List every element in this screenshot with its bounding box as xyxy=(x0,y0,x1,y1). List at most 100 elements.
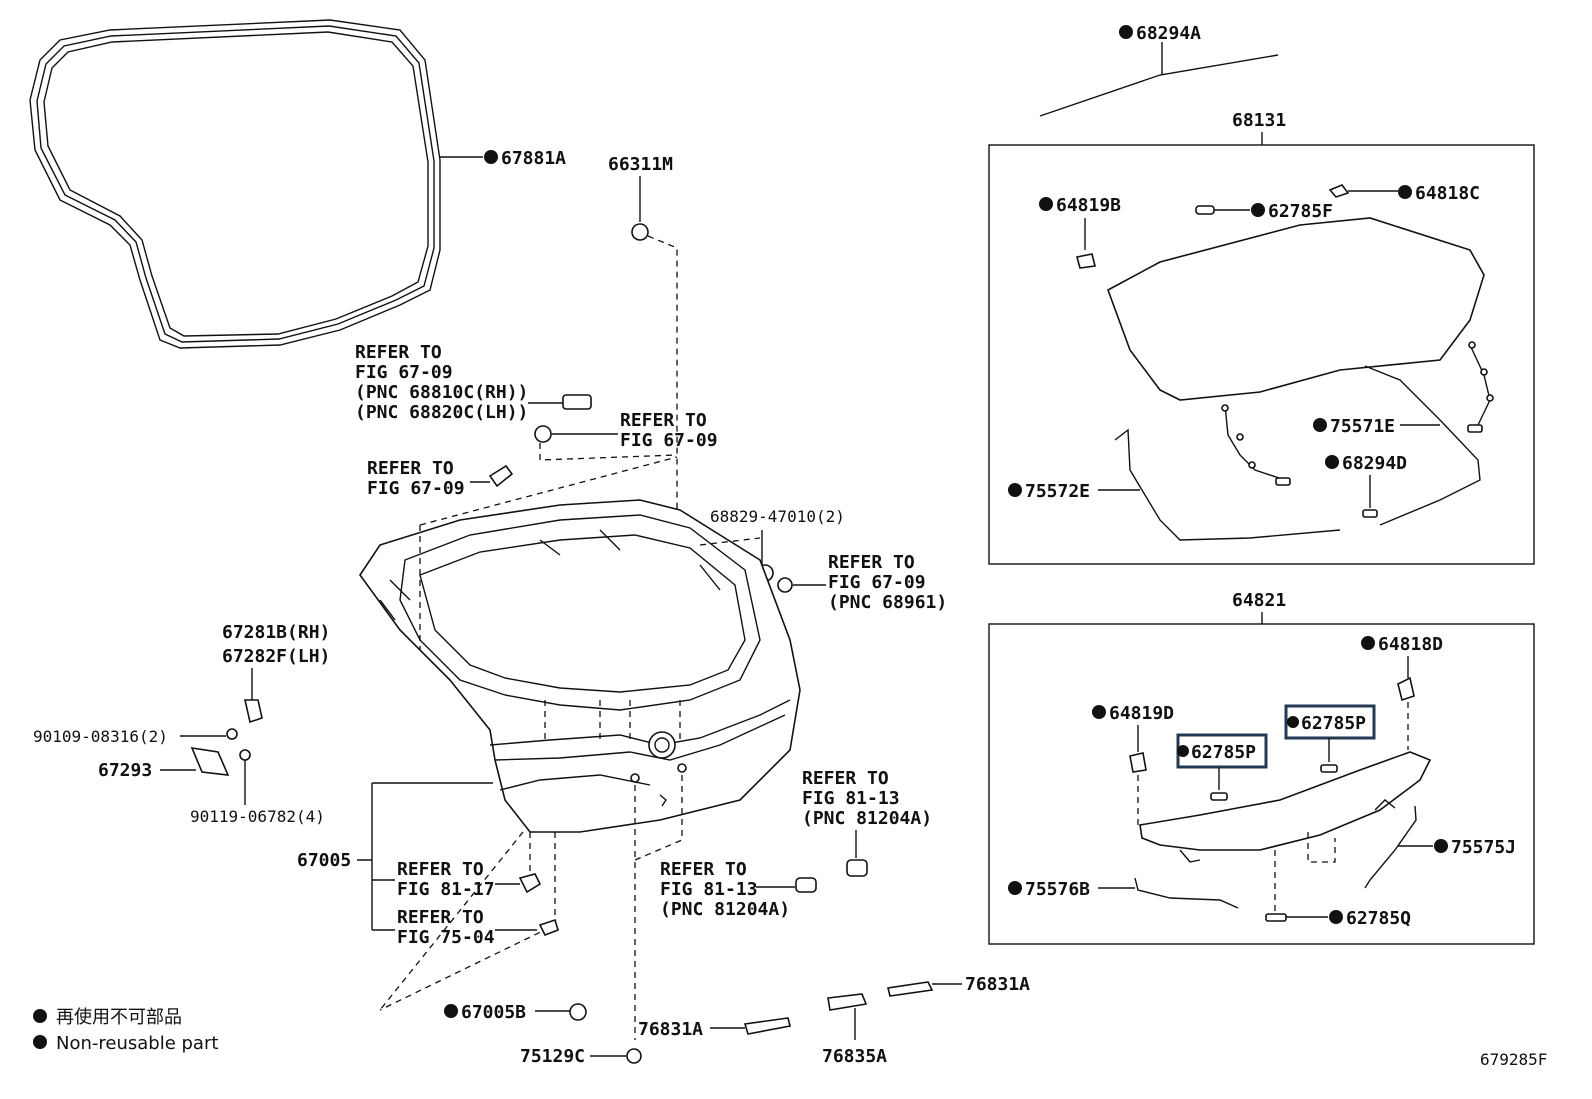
label-62785F: 62785F xyxy=(1268,201,1333,222)
svg-text:FIG 67-09: FIG 67-09 xyxy=(828,572,926,593)
label-68131: 68131 xyxy=(1232,110,1286,131)
svg-text:REFER TO: REFER TO xyxy=(397,907,484,928)
legend-dot-2 xyxy=(33,1035,47,1049)
label-76831A-left: 76831A xyxy=(638,1019,703,1040)
svg-text:(PNC 68820C(LH)): (PNC 68820C(LH)) xyxy=(355,402,528,423)
label-62785P-right: 62785P xyxy=(1301,713,1366,734)
label-75571E: 75571E xyxy=(1330,416,1395,437)
spacer-62785P-right xyxy=(1320,764,1338,773)
refer-block-1: REFER TO FIG 67-09 (PNC 68810C(RH)) (PNC… xyxy=(355,342,528,423)
cushion-part-2 xyxy=(777,577,793,593)
label-67881A: 67881A xyxy=(501,148,566,169)
plug-75129C xyxy=(626,1048,642,1064)
bolt-90109 xyxy=(226,728,238,740)
refer-block-2: REFER TO FIG 67-09 xyxy=(620,410,718,451)
clip-part-1 xyxy=(518,873,542,894)
svg-text:(PNC 68961): (PNC 68961) xyxy=(828,592,947,613)
figure-id: 679285F xyxy=(1480,1050,1547,1069)
label-66311M: 66311M xyxy=(608,154,673,175)
svg-text:(PNC 81204A): (PNC 81204A) xyxy=(802,808,932,829)
svg-text:REFER TO: REFER TO xyxy=(828,552,915,573)
label-64821: 64821 xyxy=(1232,590,1286,611)
svg-text:(PNC 68810C(RH)): (PNC 68810C(RH)) xyxy=(355,382,528,403)
legend: 再使用不可部品 Non-reusable part xyxy=(33,1007,218,1054)
spoiler-64821 xyxy=(1139,751,1432,851)
label-64818C: 64818C xyxy=(1415,183,1480,204)
refer-block-3: REFER TO FIG 67-09 xyxy=(367,458,465,499)
svg-text:FIG 67-09: FIG 67-09 xyxy=(367,478,465,499)
svg-text:FIG 81-17: FIG 81-17 xyxy=(397,879,495,900)
legend-jp: 再使用不可部品 xyxy=(56,1007,182,1028)
box-68131 xyxy=(988,144,1535,565)
svg-text:FIG 81-13: FIG 81-13 xyxy=(660,879,758,900)
svg-text:FIG 81-13: FIG 81-13 xyxy=(802,788,900,809)
refer-block-8: REFER TO FIG 75-04 xyxy=(397,907,495,948)
label-62785Q: 62785Q xyxy=(1346,908,1411,929)
stop-part xyxy=(243,699,263,724)
clip-64818C xyxy=(1328,184,1350,198)
label-64819B: 64819B xyxy=(1056,195,1121,216)
svg-text:REFER TO: REFER TO xyxy=(802,768,889,789)
svg-text:REFER TO: REFER TO xyxy=(397,859,484,880)
refer-block-6: REFER TO FIG 81-17 xyxy=(397,859,495,900)
garnish-76835A xyxy=(827,993,868,1011)
garnish-76831A-left xyxy=(743,1017,791,1035)
molding-68294A xyxy=(1039,54,1279,117)
refer-block-5: REFER TO FIG 81-13 (PNC 81204A) xyxy=(802,768,932,829)
connector-part-1 xyxy=(795,877,817,893)
label-75572E: 75572E xyxy=(1025,481,1090,502)
label-75576B: 75576B xyxy=(1025,879,1090,900)
svg-text:REFER TO: REFER TO xyxy=(367,458,454,479)
spacer-68294D xyxy=(1362,509,1378,518)
bolt-part xyxy=(534,425,552,443)
spacer-62785F xyxy=(1195,205,1215,215)
legend-en: Non-reusable part xyxy=(56,1033,218,1054)
svg-text:(PNC 81204A): (PNC 81204A) xyxy=(660,899,790,920)
label-64818D: 64818D xyxy=(1378,634,1443,655)
label-67282F: 67282F(LH) xyxy=(222,646,330,667)
bracket-67293 xyxy=(190,746,230,776)
refer-block-4: REFER TO FIG 67-09 (PNC 68961) xyxy=(828,552,947,613)
svg-text:REFER TO: REFER TO xyxy=(620,410,707,431)
plug-67005B xyxy=(569,1003,587,1021)
label-75129C: 75129C xyxy=(520,1046,585,1067)
clip-part-2 xyxy=(538,918,559,937)
label-76835A: 76835A xyxy=(822,1046,887,1067)
label-90109: 90109-08316(2) xyxy=(33,727,168,746)
label-75575J: 75575J xyxy=(1451,837,1516,858)
screw-part xyxy=(488,464,514,488)
clip-64818D xyxy=(1397,676,1415,702)
refer-block-7: REFER TO FIG 81-13 (PNC 81204A) xyxy=(660,859,790,920)
svg-text:REFER TO: REFER TO xyxy=(660,859,747,880)
svg-text:REFER TO: REFER TO xyxy=(355,342,442,363)
hinge-part xyxy=(562,394,592,410)
svg-text:FIG 67-09: FIG 67-09 xyxy=(620,430,718,451)
weatherstrip-67881A xyxy=(29,19,441,349)
label-67293: 67293 xyxy=(98,760,152,781)
label-67005: 67005 xyxy=(297,850,351,871)
plug-66311M xyxy=(631,223,649,241)
label-68294A: 68294A xyxy=(1136,23,1201,44)
label-62785P-left: 62785P xyxy=(1191,742,1256,763)
svg-text:FIG 67-09: FIG 67-09 xyxy=(355,362,453,383)
legend-dot-1 xyxy=(33,1009,47,1023)
label-68294D: 68294D xyxy=(1342,453,1407,474)
bolt-90119 xyxy=(239,749,251,761)
back-door-panel-67005 xyxy=(359,499,801,833)
label-90119: 90119-06782(4) xyxy=(190,807,325,826)
clip-64819B xyxy=(1076,253,1096,269)
label-67281B: 67281B(RH) xyxy=(222,622,330,643)
clip-64819D xyxy=(1129,752,1147,773)
label-64819D: 64819D xyxy=(1109,703,1174,724)
label-68829: 68829-47010(2) xyxy=(710,507,845,526)
svg-text:FIG 75-04: FIG 75-04 xyxy=(397,927,495,948)
label-76831A-right: 76831A xyxy=(965,974,1030,995)
spacer-62785Q xyxy=(1265,913,1287,922)
connector-part-2 xyxy=(846,859,868,877)
label-67005B: 67005B xyxy=(461,1002,526,1023)
highlight-62785P-right xyxy=(1284,704,1376,740)
box-64821 xyxy=(988,623,1535,945)
back-window-glass xyxy=(1107,217,1485,401)
garnish-76831A-right xyxy=(887,981,934,997)
